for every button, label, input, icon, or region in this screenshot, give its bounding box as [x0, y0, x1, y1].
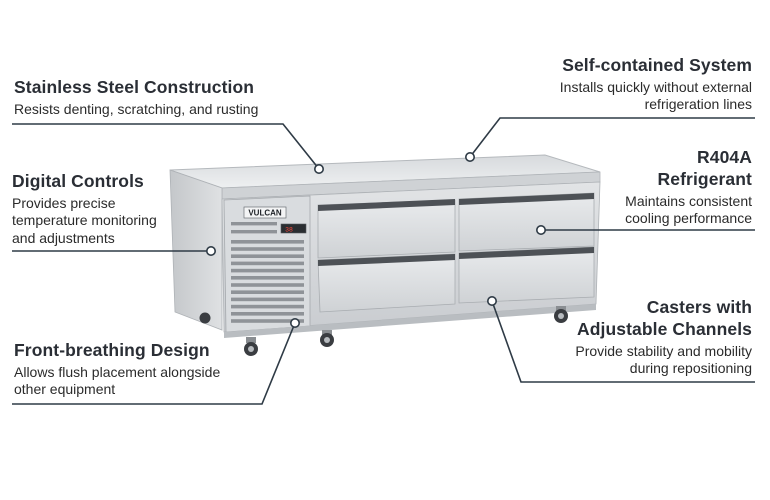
brand-label: VULCAN [248, 209, 282, 218]
brand-plate [243, 206, 287, 219]
callout-dot-front [289, 317, 300, 328]
feature-stainless-steel: Stainless Steel Construction Resists den… [14, 77, 304, 118]
vent-louvers [231, 222, 304, 323]
vent-slot [231, 297, 304, 302]
drawer-top-left [317, 199, 456, 259]
drawer-handle [318, 199, 455, 211]
feature-self-contained: Self-contained System Installs quickly w… [500, 55, 752, 114]
caster-front-left [244, 337, 258, 356]
feature-digital-controls: Digital Controls Provides precise temper… [12, 171, 177, 247]
vent-slot [231, 222, 277, 226]
vent-slot [231, 276, 304, 280]
drawer-top-right [458, 192, 595, 252]
base-strip [224, 304, 596, 338]
feature-title: R404A Refrigerant [657, 147, 752, 189]
callout-line-front [12, 322, 296, 405]
callout-dot-refrigerant [535, 225, 546, 236]
callout-dot-self-contained [464, 152, 475, 163]
vent-slot [231, 312, 304, 316]
feature-title: Self-contained System [562, 55, 752, 75]
feature-r404a: R404A Refrigerant Maintains consistent c… [600, 147, 752, 228]
feature-description: Provide stability and mobility during re… [575, 342, 752, 377]
callout-line-self-contained [469, 117, 755, 158]
feature-front-breathing: Front-breathing Design Allows flush plac… [14, 340, 254, 399]
callout-line-casters [491, 300, 755, 383]
drawer-handle [459, 193, 594, 205]
feature-description: Maintains consistent cooling performance [625, 192, 752, 227]
vent-slot [231, 230, 277, 234]
feature-description: Installs quickly without external refrig… [559, 78, 752, 113]
drawer-handle [459, 247, 594, 259]
vent-slot [231, 247, 304, 251]
callout-dot-digital [206, 246, 217, 257]
callout-line-steel [12, 123, 320, 170]
drawer-handle [318, 254, 455, 266]
drawer-bottom-right [458, 246, 595, 304]
feature-title: Casters with Adjustable Channels [577, 297, 752, 339]
vent-slot [231, 283, 304, 287]
callout-dot-casters [486, 295, 497, 306]
feature-description: Resists denting, scratching, and rusting [14, 100, 259, 117]
vent-slot [231, 261, 304, 266]
feature-description: Provides precise temperature monitoring … [12, 194, 157, 246]
vent-slot [231, 240, 304, 244]
vent-slot [231, 304, 304, 309]
feature-title: Stainless Steel Construction [14, 77, 255, 97]
vent-slot [231, 319, 304, 323]
drawer-bottom-left [317, 253, 456, 313]
feature-title: Front-breathing Design [14, 340, 210, 360]
callout-lines [12, 117, 755, 405]
feature-casters: Casters with Adjustable Channels Provide… [552, 297, 752, 378]
vent-slot [231, 268, 304, 273]
vent-slot [231, 290, 304, 294]
caster-rear-left [199, 312, 211, 324]
caster-front-middle [320, 330, 334, 347]
left-side-panel [169, 169, 223, 331]
feature-title: Digital Controls [12, 171, 144, 191]
digital-display [280, 223, 307, 234]
vent-slot [231, 254, 304, 258]
caster-front-right [554, 306, 568, 323]
feature-description: Allows flush placement alongside other e… [14, 363, 221, 398]
callout-dots [206, 152, 546, 328]
display-reading: 38 [285, 226, 293, 233]
callout-dot-steel [313, 164, 324, 175]
